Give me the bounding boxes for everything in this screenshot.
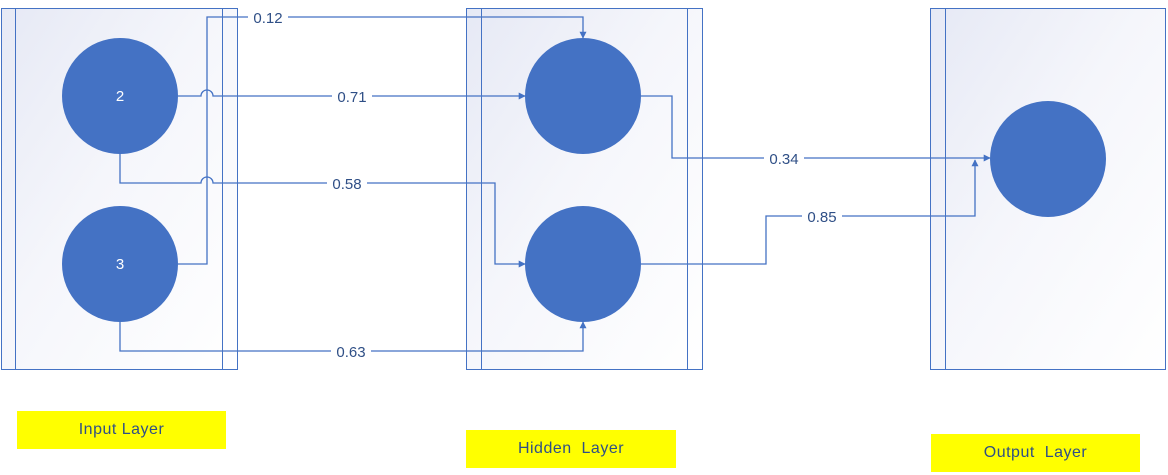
connector-hidden2-output: [641, 159, 979, 265]
connector-input2-hidden1: [178, 16, 587, 265]
svg-text:0.34: 0.34: [769, 151, 798, 168]
connector-hidden1-output: [641, 95, 991, 162]
svg-text:0.63: 0.63: [336, 344, 365, 361]
svg-text:0.58: 0.58: [332, 176, 361, 193]
input-node-2: 3: [62, 206, 178, 322]
hidden-node-2: [525, 206, 641, 322]
input-layer-label: Input Layer: [17, 411, 226, 449]
weight-label-input1-hidden2: 0.58: [327, 175, 367, 193]
weight-label-input1-hidden1: 0.71: [332, 88, 372, 106]
svg-text:0.12: 0.12: [253, 10, 282, 27]
input-node-1: 2: [62, 38, 178, 154]
weight-label-input2-hidden1: 0.12: [248, 9, 288, 27]
svg-text:2: 2: [116, 88, 124, 105]
svg-text:0.71: 0.71: [337, 89, 366, 106]
hidden-node-1: [525, 38, 641, 154]
weight-label-hidden2-output: 0.85: [802, 208, 842, 226]
hidden-layer-label: Hidden Layer: [466, 430, 676, 468]
connector-input1-hidden1: [178, 89, 526, 100]
svg-text:3: 3: [116, 256, 124, 273]
weight-label-input2-hidden2: 0.63: [331, 343, 371, 361]
output-layer-label: Output Layer: [931, 434, 1140, 472]
output-node: [990, 101, 1106, 217]
weight-label-hidden1-output: 0.34: [764, 150, 804, 168]
svg-text:0.85: 0.85: [807, 209, 836, 226]
connector-input1-hidden2: [119, 153, 526, 268]
